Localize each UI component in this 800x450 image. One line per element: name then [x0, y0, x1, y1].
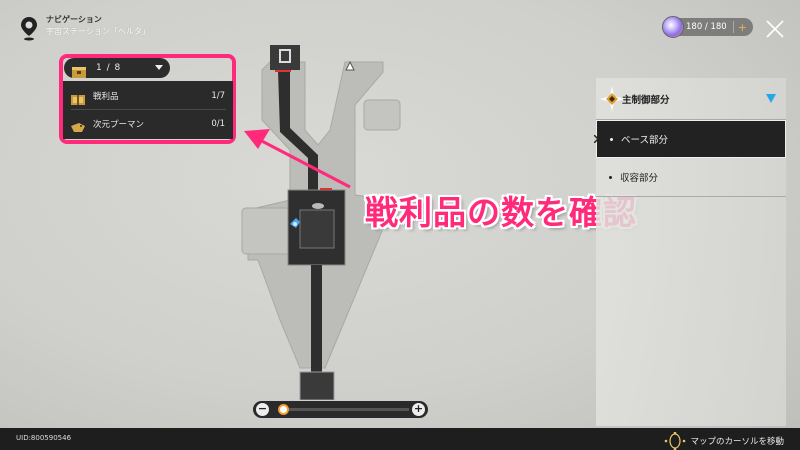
area-group-header[interactable]: 主制御部分 — [596, 78, 786, 120]
control-hint: マップのカーソルを移動 — [664, 432, 784, 450]
collectible-row-warp-trotter: 次元プーマン 0/1 — [63, 110, 233, 137]
divider — [596, 196, 786, 197]
area-item-base[interactable]: ベース部分 — [596, 120, 786, 158]
trailblaze-power-value: 180 / 180 — [686, 22, 727, 32]
control-hint-text: マップのカーソルを移動 — [690, 437, 784, 447]
area-item-label: 収容部分 — [620, 173, 659, 184]
chevron-down-icon — [155, 65, 163, 70]
zoom-slider[interactable]: − + — [253, 401, 428, 418]
annotation-text: 戦利品の数を確認 — [365, 193, 637, 232]
map-canvas[interactable] — [240, 30, 600, 401]
location-name: 宇宙ステーション「ヘルタ」 — [46, 27, 150, 36]
user-id: UID:800590546 — [16, 434, 72, 442]
selection-pointer-icon — [594, 135, 604, 143]
add-power-button[interactable]: + — [737, 20, 747, 34]
collectible-count: 1/7 — [211, 90, 225, 101]
area-list-panel: 主制御部分 ベース部分 収容部分 — [594, 78, 786, 426]
separator — [732, 21, 734, 33]
warp-trotter-icon — [71, 118, 85, 132]
divider — [71, 109, 226, 110]
region-diamond-icon — [600, 86, 624, 112]
area-item-label: ベース部分 — [621, 135, 669, 146]
area-item-containment[interactable]: 収容部分 — [596, 158, 786, 196]
navigation-header: ナビゲーション 宇宙ステーション「ヘルタ」 — [20, 14, 150, 42]
area-group-title: 主制御部分 — [622, 94, 670, 106]
chevron-down-icon — [766, 94, 776, 103]
trailblaze-power-icon — [662, 16, 684, 38]
collectible-name: 次元プーマン — [93, 119, 145, 130]
navigation-title: ナビゲーション — [46, 15, 102, 24]
collectible-count: 0/1 — [211, 118, 225, 129]
bullet-icon — [609, 175, 612, 179]
annotation-highlight-frame — [59, 54, 236, 144]
footer-bar: UID:800590546 マップのカーソルを移動 — [0, 428, 800, 450]
close-icon[interactable] — [764, 18, 786, 40]
collectibles-dropdown[interactable]: 1 / 8 — [64, 58, 170, 78]
zoom-out-button[interactable]: − — [256, 402, 269, 416]
zoom-slider-handle[interactable] — [278, 404, 289, 415]
treasure-chest-icon — [71, 90, 85, 105]
map-pin-icon — [20, 16, 38, 42]
collectible-name: 戦利品 — [93, 91, 119, 102]
collectibles-list: 戦利品 1/7 次元プーマン 0/1 — [63, 81, 233, 139]
joystick-icon — [665, 432, 686, 450]
annotation-arrow-icon — [244, 129, 351, 189]
bullet-icon — [610, 137, 613, 141]
collectibles-total: 1 / 8 — [96, 63, 122, 73]
treasure-chest-icon — [72, 63, 86, 78]
zoom-track[interactable] — [289, 408, 409, 411]
zoom-in-button[interactable]: + — [412, 402, 425, 416]
collectible-row-treasure: 戦利品 1/7 — [63, 82, 233, 109]
trailblaze-power: 180 / 180 + — [662, 16, 753, 38]
